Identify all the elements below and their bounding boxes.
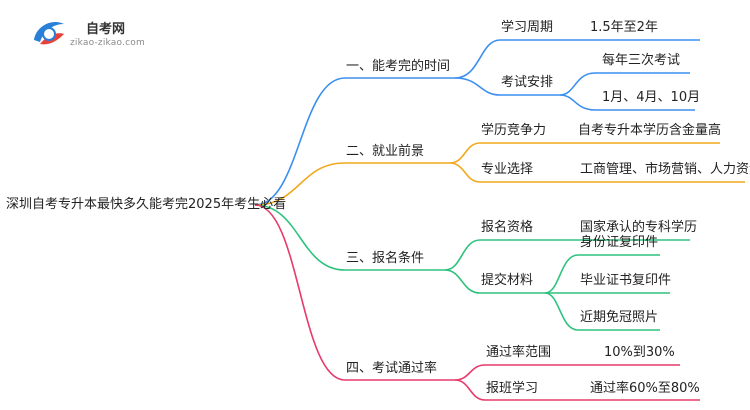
branch-4-child-1-leaf-1: 10%到30%	[604, 345, 675, 360]
branch-1-child-2-leaf-2: 1月、4月、10月	[602, 90, 701, 105]
logo-subtitle: zikao-zikao.com	[70, 38, 145, 48]
branch-2-child-1-label: 学历竞争力	[481, 123, 547, 138]
branch-2-label: 二、就业前景	[346, 144, 425, 159]
logo-title: 自考网	[86, 22, 126, 37]
branch-3-child-1-leaf-1: 国家承认的专科学历	[580, 220, 698, 235]
branch-2-child-2-label: 专业选择	[481, 162, 534, 177]
branch-3-connectors	[254, 204, 690, 331]
branch-1-child-2-label: 考试安排	[501, 75, 554, 90]
branch-1-child-2-leaf-1: 每年三次考试	[602, 53, 681, 68]
branch-3-child-2-label: 提交材料	[481, 273, 534, 288]
logo-emblem-icon	[34, 21, 64, 45]
branch-4-label: 四、考试通过率	[346, 361, 438, 376]
branch-4-child-2-label: 报班学习	[486, 381, 539, 396]
branch-1-child-1-leaf-1: 1.5年至2年	[590, 20, 658, 35]
branch-3-label: 三、报名条件	[346, 251, 425, 266]
branch-2-child-2-leaf-1: 工商管理、市场营销、人力资源	[580, 162, 750, 177]
mindmap-root: 深圳自考专升本最快多久能考完2025年考生必看	[6, 197, 287, 212]
branch-3-child-2-leaf-1: 身份证复印件	[580, 235, 659, 250]
branch-3-child-2-leaf-3: 近期免冠照片	[580, 310, 659, 325]
branch-1-connectors	[254, 39, 700, 206]
site-logo[interactable]: 自考网 zikao-zikao.com	[30, 12, 170, 52]
branch-1-child-1-label: 学习周期	[501, 20, 554, 35]
branch-4-child-1-label: 通过率范围	[486, 345, 552, 360]
branch-2-connectors	[254, 142, 745, 206]
branch-3-child-1-label: 报名资格	[481, 220, 534, 235]
branch-2-child-1-leaf-1: 自考专升本学历含金量高	[578, 123, 722, 138]
branch-4-child-2-leaf-1: 通过率60%至80%	[590, 381, 700, 396]
branch-1-label: 一、能考完的时间	[346, 59, 451, 74]
branch-4-connectors	[254, 204, 700, 401]
branch-3-child-2-leaf-2: 毕业证书复印件	[580, 273, 672, 288]
